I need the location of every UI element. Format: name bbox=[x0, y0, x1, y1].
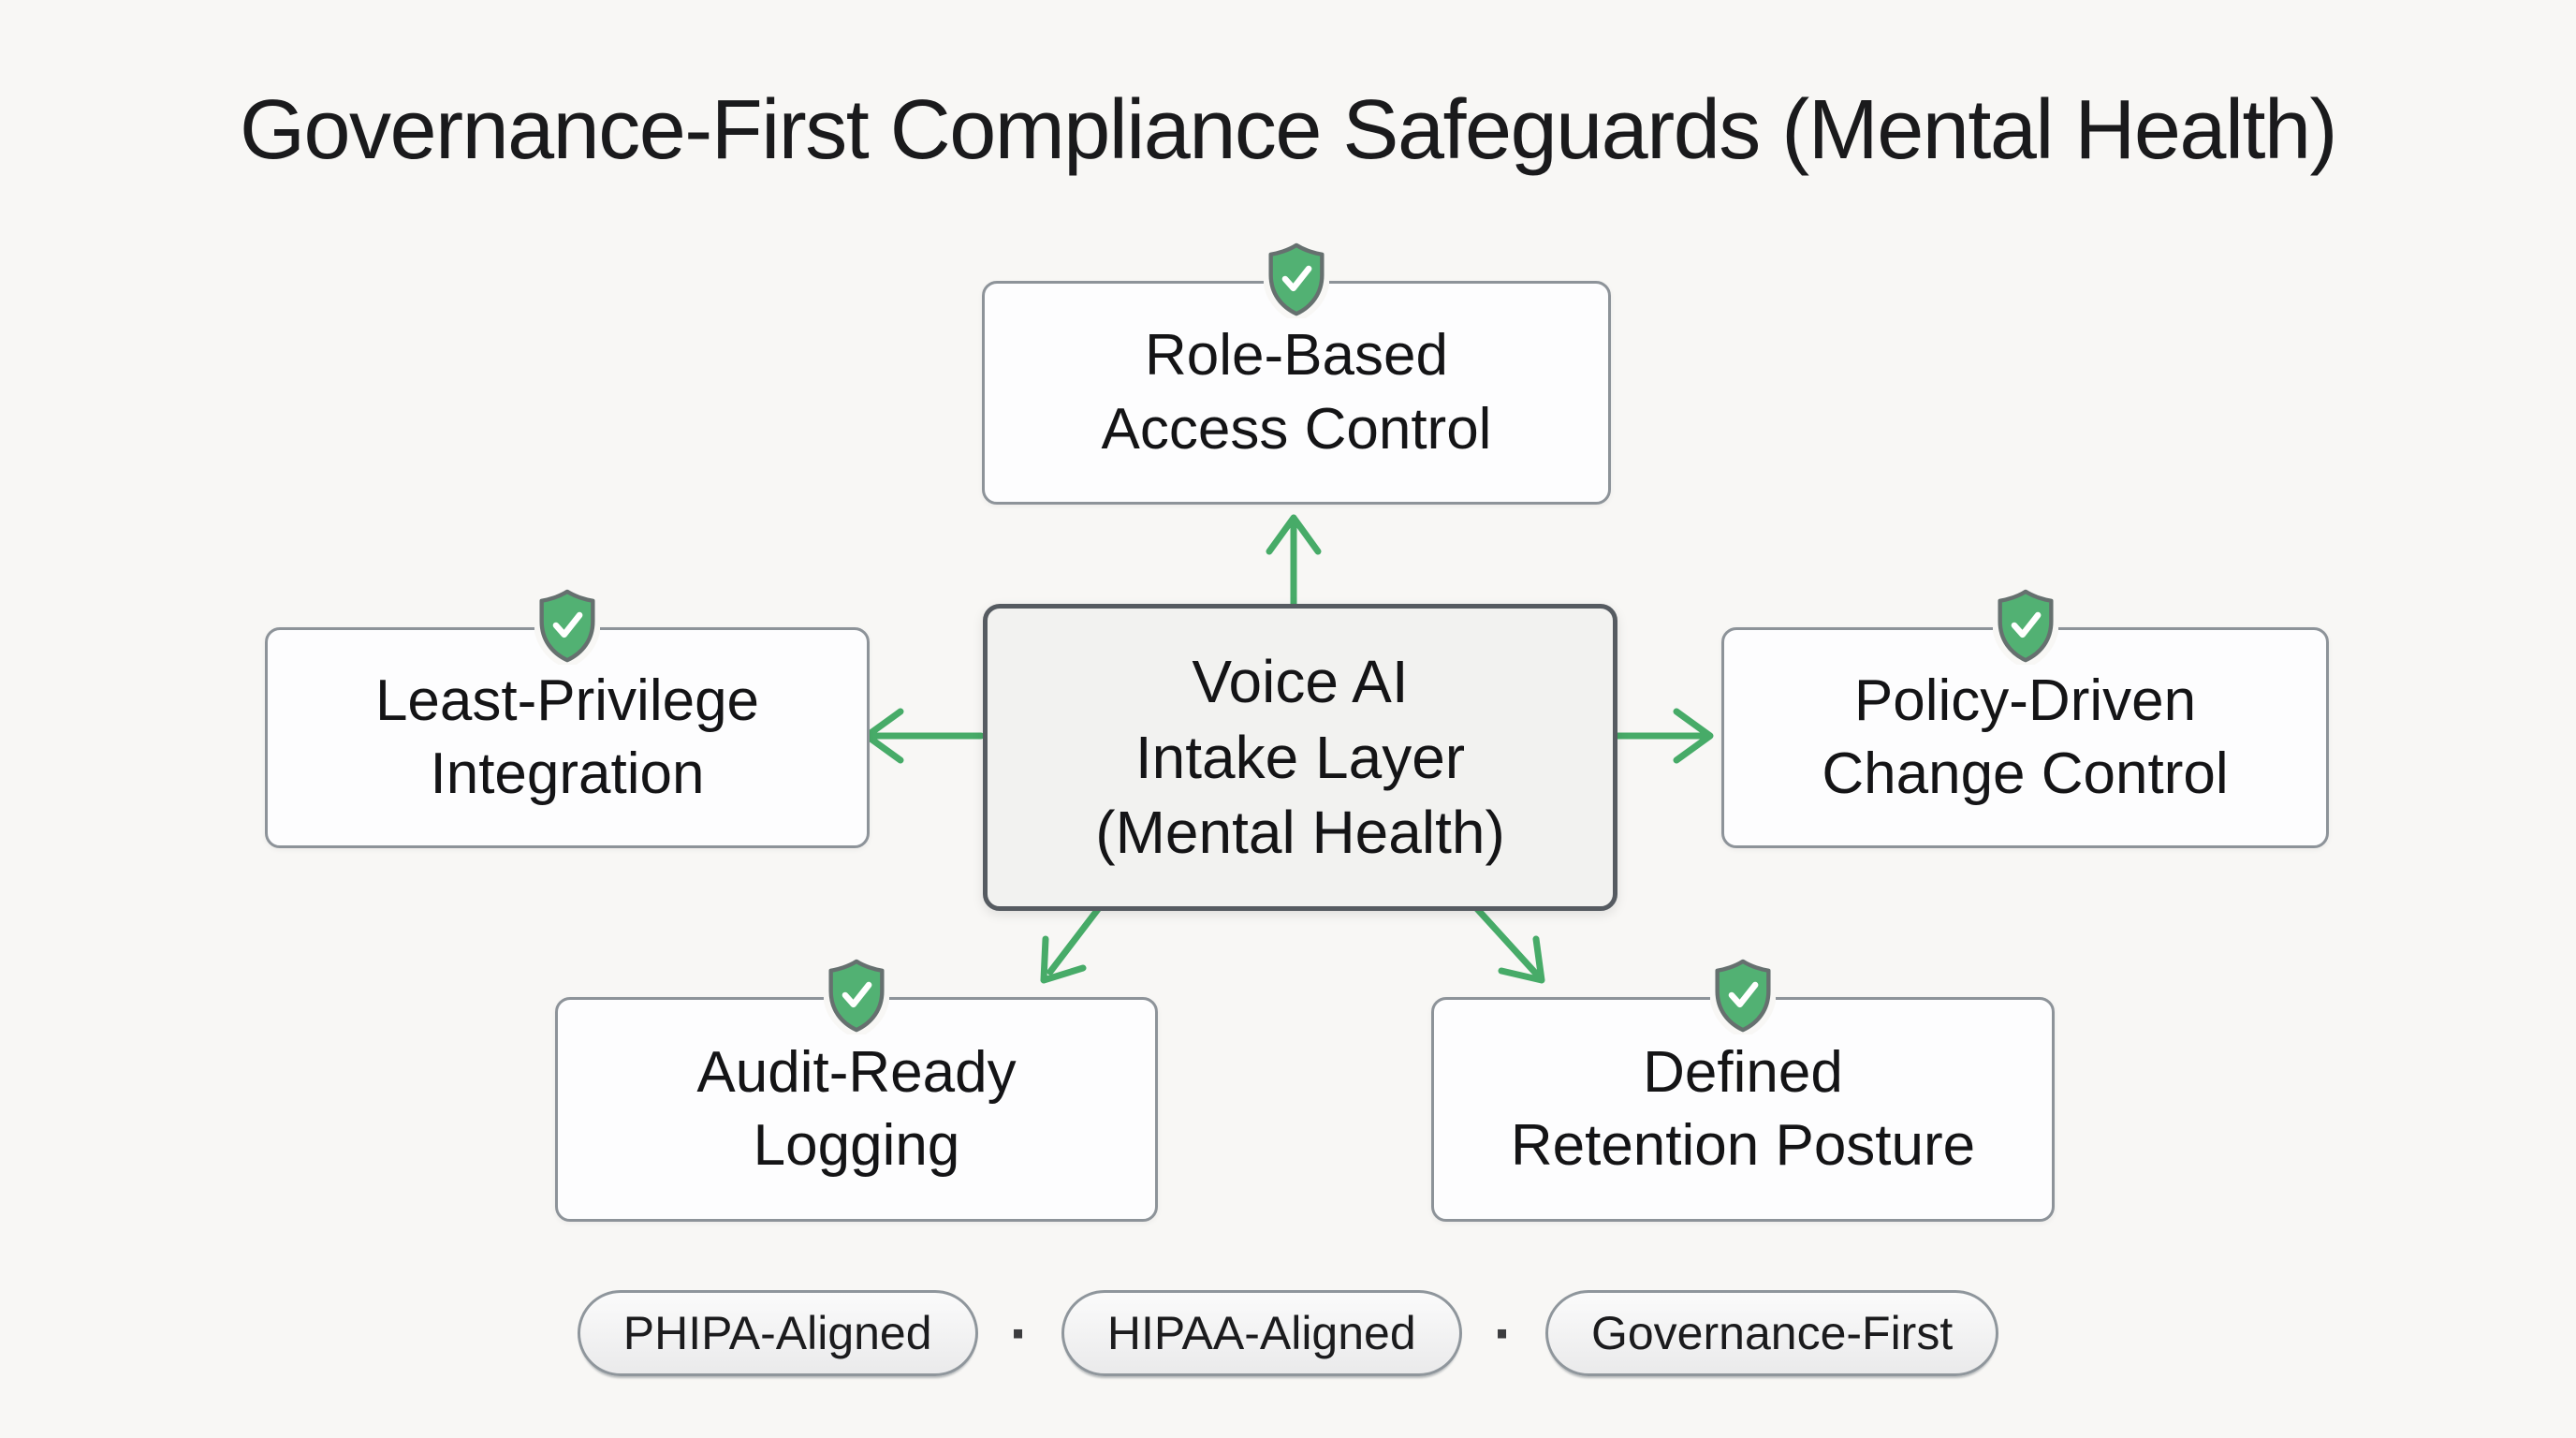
badge-hipaa-aligned: HIPAA-Aligned bbox=[1061, 1290, 1462, 1376]
node-label: Audit-Ready Logging bbox=[696, 1039, 1017, 1178]
arrow-center-to-bottom-right bbox=[1466, 897, 1545, 984]
arrow-center-to-bottom-left bbox=[1040, 897, 1108, 984]
badge-governance-first: Governance-First bbox=[1544, 1290, 1999, 1376]
node-role-based-access-control: Role-Based Access Control bbox=[982, 240, 1611, 505]
badge-row: PHIPA-Aligned · HIPAA-Aligned · Governan… bbox=[0, 1290, 2576, 1376]
badge-separator: · bbox=[1009, 1299, 1030, 1367]
node-label: Voice AI Intake Layer (Mental Health) bbox=[1095, 648, 1505, 867]
node-least-privilege-integration: Least-Privilege Integration bbox=[265, 586, 870, 848]
node-label: Role-Based Access Control bbox=[1101, 323, 1492, 462]
node-label: Policy-Driven Change Control bbox=[1822, 668, 2229, 806]
page-title: Governance-First Compliance Safeguards (… bbox=[239, 83, 2338, 177]
shield-check-icon bbox=[1710, 956, 1776, 1034]
arrow-center-to-left bbox=[863, 708, 985, 764]
node-label: Defined Retention Posture bbox=[1510, 1039, 1976, 1178]
badge-separator: · bbox=[1493, 1299, 1514, 1367]
badge-phipa-aligned: PHIPA-Aligned bbox=[577, 1290, 978, 1376]
node-defined-retention-posture: Defined Retention Posture bbox=[1431, 956, 2055, 1222]
node-audit-ready-logging: Audit-Ready Logging bbox=[555, 956, 1158, 1222]
shield-check-icon bbox=[824, 956, 889, 1034]
arrow-center-to-top bbox=[1266, 514, 1322, 608]
node-label: Least-Privilege Integration bbox=[374, 668, 760, 806]
node-policy-driven-change-control: Policy-Driven Change Control bbox=[1721, 586, 2329, 848]
shield-check-icon bbox=[1264, 240, 1329, 318]
shield-check-icon bbox=[534, 586, 600, 665]
shield-check-icon bbox=[1992, 586, 2058, 665]
node-voice-ai-intake-layer: Voice AI Intake Layer (Mental Health) bbox=[983, 604, 1617, 911]
